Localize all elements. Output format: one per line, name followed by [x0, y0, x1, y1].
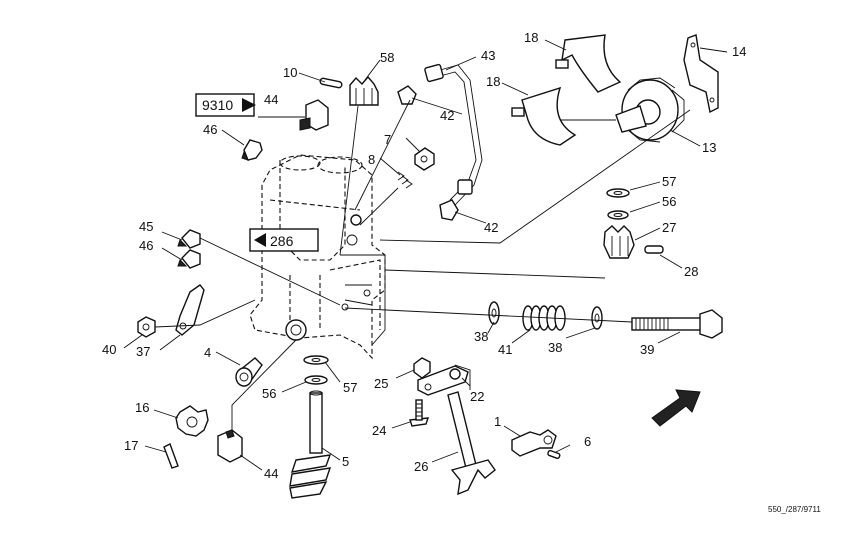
- label-17: 17: [124, 438, 138, 453]
- leader-shaft-line: [379, 109, 691, 244]
- label-44-bottom: 44: [264, 466, 278, 481]
- part-18-shim-upper: [555, 34, 622, 93]
- label-7: 7: [384, 132, 391, 147]
- bolt-axis-line: [344, 307, 633, 323]
- label-43: 43: [481, 48, 495, 63]
- leader-37-line: [154, 299, 256, 328]
- label-18-lower: 18: [486, 74, 500, 89]
- ref-box-9310-text: 9310: [202, 97, 233, 113]
- label-42-upper: 42: [440, 108, 454, 123]
- part-46-nipple-left: [177, 249, 201, 269]
- part-38-washer-left: [488, 301, 500, 325]
- label-26: 26: [414, 459, 428, 474]
- leader-lines: [123, 39, 728, 471]
- part-45-nipple: [177, 229, 201, 249]
- part-43-pipe: [350, 63, 483, 226]
- leader-45-line: [199, 237, 341, 306]
- main-housing: [249, 154, 386, 360]
- label-1: 1: [494, 414, 501, 429]
- label-25: 25: [374, 376, 388, 391]
- label-24: 24: [372, 423, 386, 438]
- label-45: 45: [139, 219, 153, 234]
- part-58-gear: [339, 75, 379, 256]
- part-39-bolt: [631, 309, 723, 339]
- label-5: 5: [342, 454, 349, 469]
- part-56-washer-left: [304, 375, 328, 385]
- part-44-coupling-bottom: [217, 339, 297, 463]
- label-57-right: 57: [662, 174, 676, 189]
- label-22: 22: [470, 389, 484, 404]
- part-56-washer-right: [607, 210, 629, 220]
- callout-labels: 10 58 43 42 42 7 8 44 46 18 18 14 13 57 …: [102, 30, 746, 481]
- ref-box-9310: 9310: [195, 93, 256, 117]
- part-40-nut: [137, 316, 156, 338]
- part-17-pin: [163, 443, 179, 469]
- label-14: 14: [732, 44, 746, 59]
- part-57-washer-right: [606, 188, 630, 198]
- part-25-nut: [413, 357, 431, 379]
- label-57-left: 57: [343, 380, 357, 395]
- ref-box-286: 286: [249, 228, 319, 252]
- part-24-screw: [409, 399, 430, 427]
- part-16-sprocket: [175, 405, 209, 437]
- label-28: 28: [684, 264, 698, 279]
- part-57-washer-left: [303, 355, 329, 365]
- part-44-coupling-top: [299, 99, 329, 131]
- label-27: 27: [662, 220, 676, 235]
- label-41: 41: [498, 342, 512, 357]
- label-42-lower: 42: [484, 220, 498, 235]
- part-13-gear-shaft: [560, 77, 685, 143]
- label-56-left: 56: [262, 386, 276, 401]
- label-37: 37: [136, 344, 150, 359]
- part-4-bushing: [235, 357, 263, 387]
- part-22-lever: [417, 365, 469, 396]
- part-18-shim-lower: [511, 86, 577, 146]
- part-8-spring: [359, 171, 413, 226]
- label-13: 13: [702, 140, 716, 155]
- part-5-worm-shaft: [289, 390, 332, 499]
- part-7-nut: [414, 147, 435, 171]
- label-38-right: 38: [548, 340, 562, 355]
- part-37-lever: [175, 284, 205, 336]
- label-8: 8: [368, 152, 375, 167]
- label-56-right: 56: [662, 194, 676, 209]
- part-27-gear: [603, 225, 635, 259]
- part-6-pin: [547, 449, 561, 460]
- part-14-bracket: [683, 34, 719, 114]
- part-38-washer-right: [591, 306, 603, 330]
- label-40: 40: [102, 342, 116, 357]
- part-26-fork: [447, 364, 496, 496]
- part-1-lever: [511, 429, 557, 457]
- drawing-reference: 550_/287/9711: [768, 505, 821, 514]
- label-4: 4: [204, 345, 211, 360]
- label-10: 10: [283, 65, 297, 80]
- part-10-pin: [319, 77, 343, 89]
- label-44-top: 44: [264, 92, 278, 107]
- direction-arrow-icon: [651, 389, 701, 427]
- label-18-upper: 18: [524, 30, 538, 45]
- label-16: 16: [135, 400, 149, 415]
- label-58: 58: [380, 50, 394, 65]
- label-39: 39: [640, 342, 654, 357]
- label-46-top: 46: [203, 122, 217, 137]
- label-46-left: 46: [139, 238, 153, 253]
- part-46-nipple-top: [241, 139, 263, 161]
- leader-27-line: [384, 269, 606, 279]
- label-6: 6: [584, 434, 591, 449]
- ref-box-286-text: 286: [270, 233, 294, 249]
- part-28-pin: [644, 245, 664, 254]
- label-38-left: 38: [474, 329, 488, 344]
